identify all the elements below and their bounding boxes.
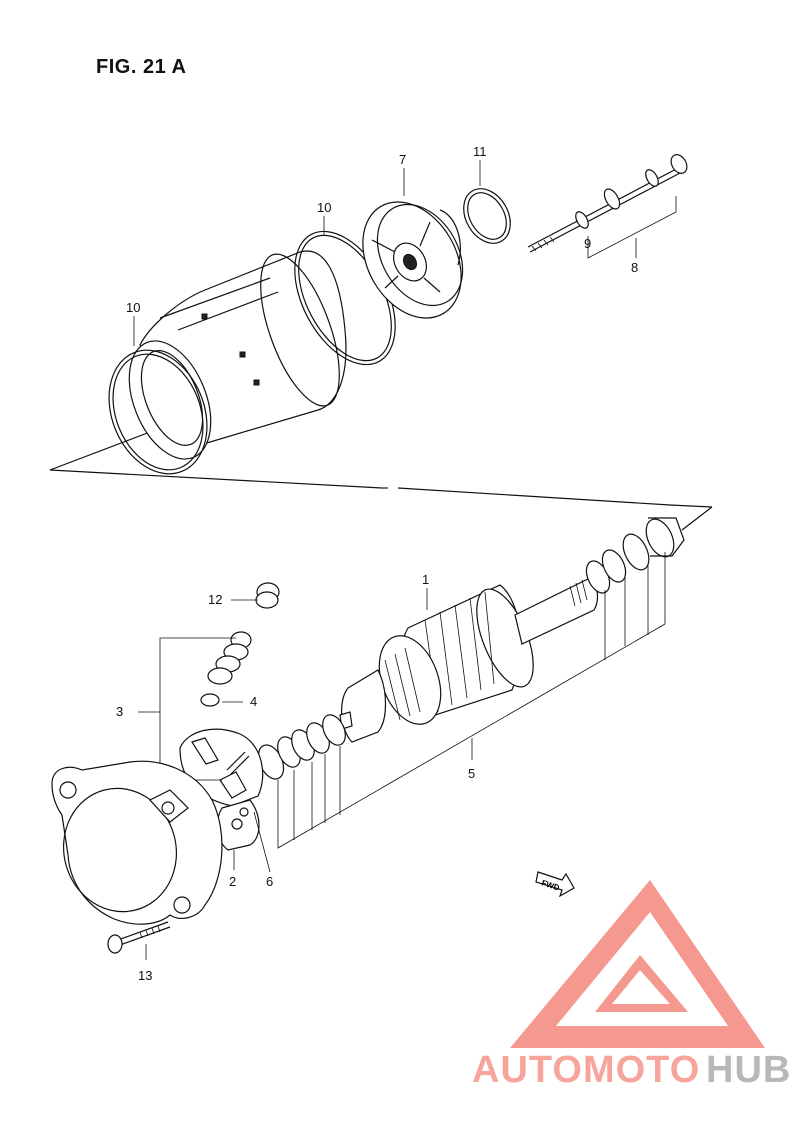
figure-title: FIG. 21 A xyxy=(96,56,187,78)
callout-4: 4 xyxy=(250,694,257,709)
through-bolt-set xyxy=(527,154,688,253)
callout-13: 13 xyxy=(138,968,152,983)
watermark-logo xyxy=(510,880,765,1048)
o-ring-10-left xyxy=(108,349,208,475)
end-cover-7 xyxy=(362,201,464,319)
callout-10-left: 10 xyxy=(126,300,140,315)
o-ring-11 xyxy=(463,188,511,244)
callout-12: 12 xyxy=(208,592,222,607)
watermark-text-automoto: AUTOMOTO xyxy=(472,1049,700,1091)
fwd-arrow-icon xyxy=(535,871,575,898)
washer-set-left xyxy=(257,714,346,780)
callout-11: 11 xyxy=(473,144,487,159)
callout-7: 7 xyxy=(399,152,406,167)
callout-2: 2 xyxy=(229,874,236,889)
armature-1 xyxy=(339,577,599,743)
commutator-end-housing xyxy=(51,760,223,925)
callout-1: 1 xyxy=(422,572,429,587)
watermark-text-hub: HUB xyxy=(706,1049,791,1091)
yoke-housing xyxy=(128,250,347,460)
washer-set-right xyxy=(585,517,685,594)
callout-10-right: 10 xyxy=(317,200,331,215)
callout-6: 6 xyxy=(266,874,273,889)
callout-leaders xyxy=(133,160,677,960)
bolt-13 xyxy=(107,921,171,954)
callout-3: 3 xyxy=(116,704,123,719)
group-divider xyxy=(49,431,713,531)
callout-5: 5 xyxy=(468,766,475,781)
leader-5 xyxy=(277,552,666,849)
callout-8: 8 xyxy=(631,260,638,275)
callout-9: 9 xyxy=(584,236,591,251)
terminal-insulator-stack xyxy=(200,582,280,775)
